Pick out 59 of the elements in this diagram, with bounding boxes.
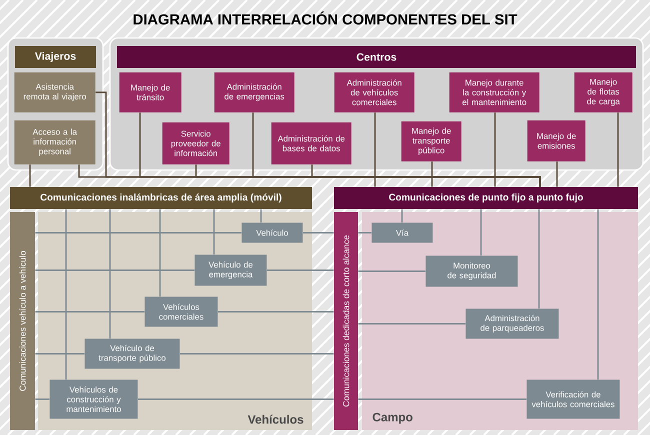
connector-line (35, 270, 194, 271)
component-box: Administración de bases de datos (271, 122, 352, 164)
component-box: Manejo de tránsito (119, 72, 182, 112)
connector-line (159, 209, 161, 296)
panel-header: Viajeros (15, 46, 96, 68)
connector-line (556, 162, 558, 187)
panel-label: Vehículos (248, 414, 304, 424)
component-box: Vehículo de emergencia (194, 254, 267, 286)
component-box: Manejo durante la construcción y el mantenimiento (449, 72, 540, 112)
component-box: Administración de vehículos comerciales (334, 72, 414, 112)
connector-line (35, 353, 84, 354)
component-box: Vehículos de construcción y mantenimiento (50, 380, 138, 419)
component-box: Monitoreo de seguridad (426, 256, 518, 287)
connector-line (358, 270, 426, 272)
connector-line (617, 112, 619, 187)
title: DIAGRAMA INTERRELACIÓN COMPONENTES DEL SIT (134, 11, 518, 25)
connector-line (358, 398, 526, 400)
connector-line (35, 398, 50, 400)
connector-line (35, 232, 242, 234)
connector-line (597, 209, 599, 380)
component-box: Asistencia remota al viajero (14, 72, 96, 112)
connector-line (303, 232, 334, 234)
connector-line (374, 112, 376, 187)
panel-header: Centros (117, 46, 636, 68)
connector-line (138, 398, 334, 400)
panel-label: Campo (372, 412, 412, 424)
connector-line (109, 209, 111, 338)
connector-line (401, 209, 403, 222)
connector-line (218, 311, 334, 312)
component-box: Administración de parqueaderos (466, 308, 559, 339)
band-header: Comunicaciones inalámbricas de área amplia (móvil) (10, 187, 312, 209)
component-box: Vehículo de transporte público (84, 338, 180, 369)
connector-line (494, 112, 496, 187)
vertical-band: Comunicaciones vehículo a vehículo (10, 212, 35, 430)
connector-line (213, 209, 215, 254)
connector-line (358, 323, 466, 324)
component-box: Vehículos comerciales (144, 296, 218, 327)
connector-line (180, 353, 334, 354)
component-box: Administración de emergencias (214, 72, 294, 112)
connector-line (538, 209, 540, 308)
component-box: Manejo de transporte público (401, 121, 462, 162)
connector-line (65, 209, 67, 380)
connector-line (35, 311, 144, 312)
component-box: Vehículo (242, 222, 303, 243)
component-box: Manejo de emisiones (527, 120, 586, 162)
component-box: Acceso a la información personal (14, 120, 96, 164)
connector-line (358, 232, 372, 234)
component-box: Verificación de vehículos comerciales (526, 380, 620, 419)
component-box: Servicio proveedor de información (162, 122, 230, 164)
connector-line (29, 164, 31, 187)
connector-line (260, 209, 262, 222)
connector-line (431, 162, 433, 187)
component-box: Vía (372, 222, 433, 243)
connector-line (480, 209, 482, 256)
connector-line (311, 164, 541, 187)
band-header: Comunicaciones de punto fijo a punto fujo (334, 187, 638, 209)
component-box: Manejo de flotas de carga (574, 72, 632, 112)
connector-line (267, 270, 334, 271)
vertical-band: Comunicaciones dedicadas de corto alcance (334, 212, 358, 430)
